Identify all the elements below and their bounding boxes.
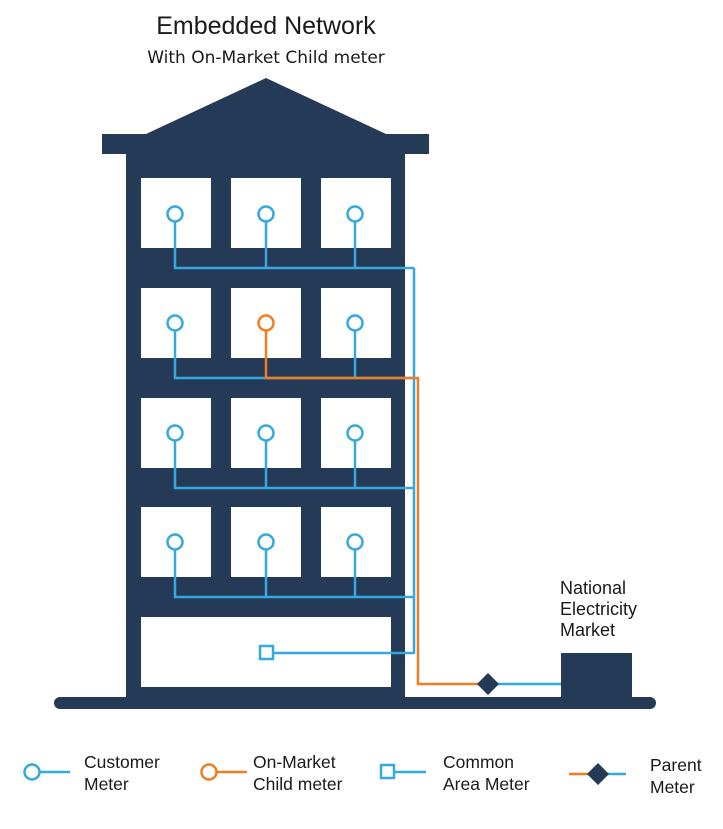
legend-customer-meter-icon xyxy=(23,763,41,781)
diagram-title: Embedded Network xyxy=(156,12,376,40)
national-electricity-market-label: National Electricity Market xyxy=(560,578,638,640)
customer-meters xyxy=(166,205,364,551)
customer-wiring xyxy=(173,222,562,686)
customer-meter-icon xyxy=(346,314,364,332)
customer-meter-icon xyxy=(166,314,184,332)
legend-parent-meter-label: Parent Meter xyxy=(650,755,702,797)
on-market-child-meter-icon xyxy=(257,314,275,332)
legend-common-area-meter-icon xyxy=(379,763,396,780)
cornice xyxy=(102,134,429,154)
customer-meter-icon xyxy=(166,424,184,442)
customer-meter-icon xyxy=(257,424,275,442)
customer-meter-icon xyxy=(257,205,275,223)
customer-meter-icon xyxy=(166,205,184,223)
customer-meter-icon xyxy=(166,533,184,551)
national-electricity-market-box xyxy=(561,653,632,699)
customer-meter-icon xyxy=(346,205,364,223)
parent-meter-icon xyxy=(477,673,499,695)
common-area-meter-icon xyxy=(258,644,275,661)
legend-on-market-child-meter-icon xyxy=(200,763,218,781)
on-market-wiring xyxy=(264,331,479,686)
legend-customer-meter-label: Customer Meter xyxy=(84,752,160,794)
legend-on-market-child-meter-label: On-Market Child meter xyxy=(253,752,343,794)
customer-meter-icon xyxy=(346,533,364,551)
legend-common-area-meter-label: Common Area Meter xyxy=(443,752,530,794)
legend-icons xyxy=(23,763,626,785)
customer-meter-icon xyxy=(346,424,364,442)
diagram-subtitle: With On-Market Child meter xyxy=(147,48,385,68)
customer-meter-icon xyxy=(257,533,275,551)
legend-parent-meter-icon xyxy=(587,763,609,785)
ground-line xyxy=(54,697,656,709)
roof xyxy=(146,78,386,134)
